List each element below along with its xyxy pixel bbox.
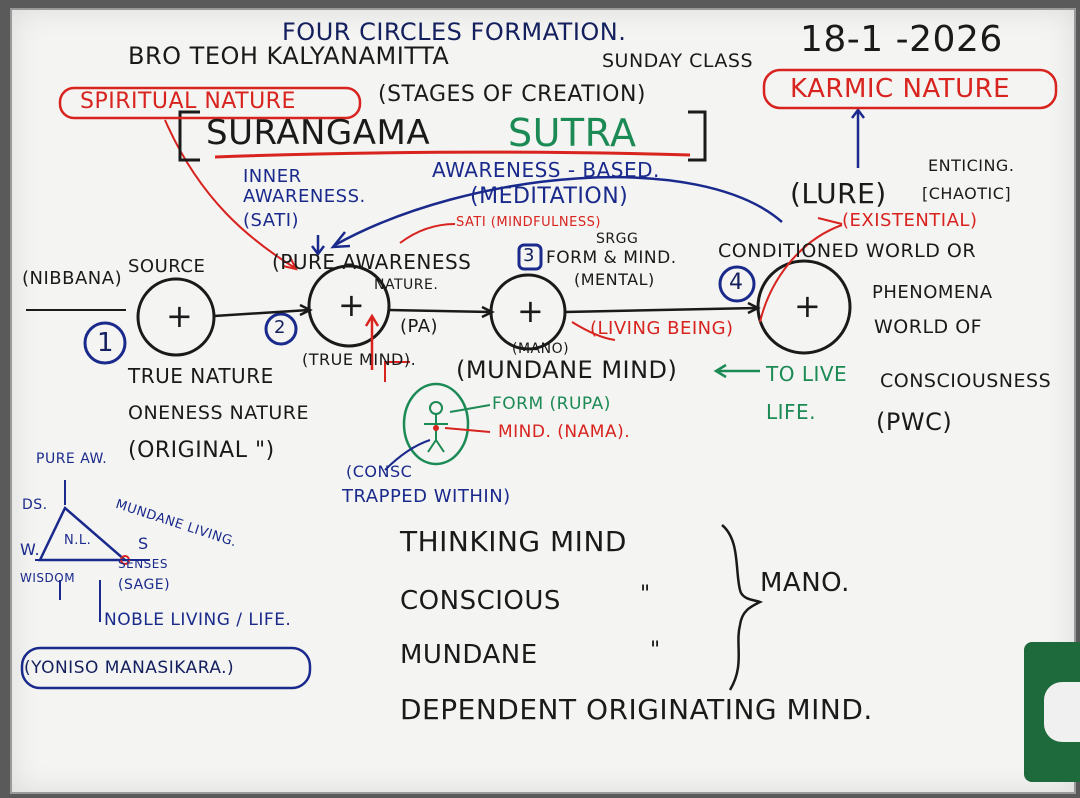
- consc-label: (CONSC: [346, 462, 413, 481]
- sutra-title-1: SURANGAMA: [206, 113, 431, 153]
- spiritual-arrow: [164, 119, 296, 269]
- phenomena-label: PHENOMENA: [872, 282, 993, 303]
- true-nature-label: TRUE NATURE: [128, 364, 274, 388]
- circle-4-number: 4: [729, 270, 744, 295]
- circle-2: [307, 264, 391, 348]
- nl-label: N.L.: [64, 533, 92, 548]
- circle-3-plus: +: [517, 292, 545, 330]
- yoniso-label: (YONISO MANASIKARA.): [24, 658, 235, 678]
- pwc-label: (PWC): [876, 408, 953, 436]
- dependent-label: DEPENDENT ORIGINATING MIND.: [400, 693, 873, 726]
- arrow-1-to-2: [213, 308, 310, 318]
- world-of-label: WORLD OF: [874, 316, 983, 338]
- awareness-based-label: AWARENESS - BASED.: [432, 158, 660, 182]
- chaotic-label: [CHAOTIC]: [922, 184, 1012, 203]
- senses-label: SENSES: [118, 557, 168, 571]
- spiritual-nature-label: SPIRITUAL NATURE: [80, 89, 296, 114]
- original-label: (ORIGINAL "): [128, 438, 275, 463]
- class-name: SUNDAY CLASS: [602, 50, 754, 72]
- s-label: S: [138, 534, 149, 553]
- living-being-label: (LIVING BEING): [590, 318, 734, 339]
- circle-3-number: 3: [523, 245, 535, 266]
- conscious-label: CONSCIOUS: [400, 586, 561, 616]
- arrow-2-to-3: [388, 308, 492, 314]
- circle-1-plus: +: [166, 297, 194, 335]
- eraser: [1024, 642, 1080, 782]
- circle-4-plus: +: [794, 287, 822, 325]
- wisdom-label: WISDOM: [20, 571, 76, 585]
- enticing-label: ENTICING.: [928, 156, 1015, 175]
- living-being-figure: [402, 382, 470, 466]
- ds-label: DS.: [22, 497, 48, 513]
- form-mind-label: FORM & MIND.: [546, 248, 677, 268]
- circle-1: [136, 277, 216, 357]
- yoniso-box: [20, 646, 312, 690]
- inner-awareness-label: AWARENESS.: [243, 186, 366, 207]
- whiteboard: [10, 8, 1076, 794]
- date: 18-1 -2026: [800, 19, 1003, 60]
- w-label: W.: [20, 540, 41, 559]
- author-name: BRO TEOH KALYANAMITTA: [128, 42, 450, 70]
- pure-aw-label: PURE AW.: [36, 451, 108, 467]
- inner-label: INNER: [243, 166, 302, 187]
- mundane-label: MUNDANE: [400, 640, 538, 670]
- circle-1-number: 1: [97, 328, 115, 358]
- sagg-label: SRGG: [596, 231, 639, 247]
- sage-label: (SAGE): [118, 577, 171, 593]
- noble-living-label: NOBLE LIVING / LIFE.: [104, 610, 292, 630]
- form-rupa-label: FORM (RUPA): [492, 394, 611, 414]
- to-live-label: TO LIVE: [766, 362, 848, 386]
- source-label: SOURCE: [128, 256, 206, 277]
- trapped-within-label: TRAPPED WITHIN): [342, 486, 511, 507]
- oneness-label: ONENESS NATURE: [128, 402, 310, 424]
- nature-label: NATURE.: [374, 277, 439, 293]
- meditation-arc: [334, 175, 783, 247]
- conditioned-world-label: CONDITIONED WORLD OR: [718, 240, 977, 262]
- circle-2-plus: +: [338, 286, 366, 324]
- circle-2-number: 2: [274, 317, 286, 338]
- pa-label: (PA): [400, 316, 439, 337]
- existential-label: (EXISTENTIAL): [842, 210, 978, 231]
- lure-label: (LURE): [790, 177, 887, 210]
- mano-label: MANO.: [760, 568, 850, 598]
- arrow-3-to-4: [564, 306, 758, 314]
- sutra-title-2: SUTRA: [508, 111, 637, 155]
- nibbana-label: (NIBBANA): [22, 268, 123, 289]
- mind-nama-label: MIND. (NAMA).: [498, 422, 631, 442]
- life-label: LIFE.: [766, 400, 817, 424]
- consciousness-label: CONSCIOUSNESS: [880, 370, 1052, 392]
- mano-bracket: [721, 524, 764, 691]
- sati-mindfulness-label: SATI (MINDFULNESS): [456, 215, 601, 230]
- karmic-nature-label: KARMIC NATURE: [790, 74, 1011, 104]
- mano-small-label: (MANO): [512, 341, 570, 357]
- ditto-2: ": [650, 638, 661, 663]
- mundane-mind-label: (MUNDANE MIND): [456, 356, 678, 384]
- number-circle-1: [83, 321, 127, 365]
- number-circle-2: [264, 312, 298, 346]
- number-circle-4: [718, 265, 756, 303]
- ditto-1: ": [640, 582, 651, 607]
- diagram-title: FOUR CIRCLES FORMATION.: [282, 18, 627, 46]
- true-mind-label: (TRUE MIND).: [302, 350, 417, 369]
- stages-label: (STAGES OF CREATION): [378, 82, 646, 107]
- mental-label: (MENTAL): [574, 270, 655, 289]
- number-box-3: [517, 243, 543, 271]
- thinking-mind-label: THINKING MIND: [400, 525, 627, 558]
- sati-label: (SATI): [243, 210, 300, 231]
- meditation-label: (MEDITATION): [470, 184, 629, 209]
- pure-awareness-label: (PURE AWARENESS: [272, 250, 472, 274]
